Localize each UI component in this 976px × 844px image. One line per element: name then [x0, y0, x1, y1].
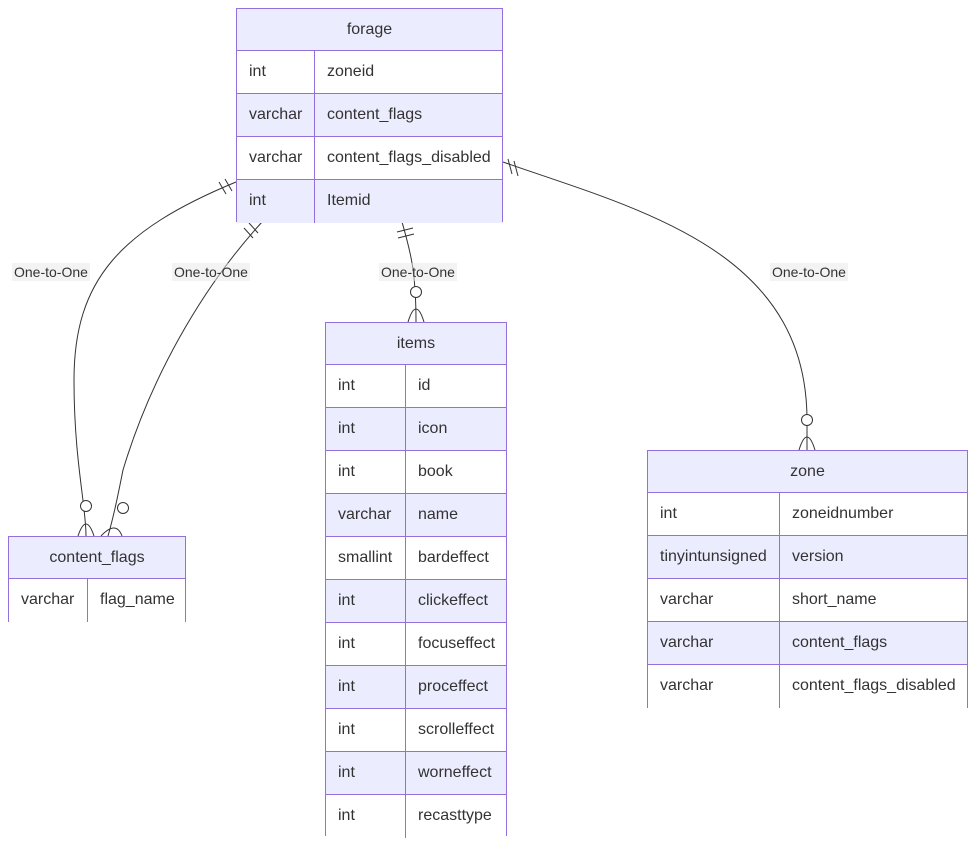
attribute-row: tinyintunsigned version — [648, 536, 967, 579]
attribute-name: name — [418, 506, 459, 523]
attribute-name: bardeffect — [418, 549, 489, 566]
rel-label-forage-content-flags-1: One-to-One — [12, 263, 90, 281]
attribute-type: int — [648, 493, 780, 535]
attribute-type: int — [326, 752, 406, 794]
attribute-name: focuseffect — [418, 635, 496, 652]
attribute-name: recasttype — [418, 807, 492, 824]
rel-label-forage-zone: One-to-One — [770, 263, 848, 281]
attribute-name: id — [418, 377, 431, 394]
attribute-type: tinyintunsigned — [648, 536, 780, 578]
attribute-row: varchar content_flags — [237, 94, 502, 137]
attribute-type: varchar — [326, 494, 406, 536]
attribute-name: content_flags_disabled — [792, 677, 956, 694]
attribute-name: short_name — [792, 591, 877, 608]
rel-label-forage-content-flags-2: One-to-One — [172, 263, 250, 281]
attribute-name: scrolleffect — [418, 721, 495, 738]
attribute-type: varchar — [648, 665, 780, 708]
attribute-row: int clickeffect — [326, 580, 506, 623]
attribute-row: int scrolleffect — [326, 709, 506, 752]
attribute-row: smallint bardeffect — [326, 537, 506, 580]
entity-content-flags[interactable]: content_flags varchar flag_name — [8, 536, 186, 622]
attribute-row: int zoneid — [237, 51, 502, 94]
attribute-name: worneffect — [418, 764, 492, 781]
attribute-name: zoneidnumber — [792, 505, 894, 522]
entity-forage[interactable]: forage int zoneid varchar content_flags … — [236, 8, 503, 223]
attribute-name: content_flags — [327, 106, 423, 123]
attribute-type: int — [326, 365, 406, 407]
attribute-name: clickeffect — [418, 592, 488, 609]
attribute-type: varchar — [237, 94, 315, 136]
attribute-type: int — [326, 666, 406, 708]
attribute-row: int proceffect — [326, 666, 506, 709]
attribute-row: varchar name — [326, 494, 506, 537]
attribute-name: content_flags — [792, 634, 888, 651]
attribute-name: Itemid — [327, 192, 371, 209]
attribute-row: int worneffect — [326, 752, 506, 795]
attribute-row: varchar flag_name — [9, 579, 185, 622]
attribute-name: flag_name — [100, 591, 175, 608]
attribute-row: varchar short_name — [648, 579, 967, 622]
cardinality-many-markers — [80, 286, 813, 514]
attribute-type: varchar — [237, 137, 315, 179]
attribute-row: int id — [326, 365, 506, 408]
attribute-name: icon — [418, 420, 448, 437]
attribute-type: int — [326, 795, 406, 838]
attribute-row: int focuseffect — [326, 623, 506, 666]
attribute-type: int — [326, 709, 406, 751]
attribute-type: int — [237, 180, 315, 223]
entity-title: items — [326, 323, 506, 365]
attribute-row: varchar content_flags_disabled — [237, 137, 502, 180]
attribute-row: varchar content_flags — [648, 622, 967, 665]
attribute-type: varchar — [648, 579, 780, 621]
attribute-type: int — [326, 623, 406, 665]
entity-title: forage — [237, 9, 502, 51]
attribute-type: int — [326, 580, 406, 622]
cardinality-one-markers — [218, 158, 519, 239]
attribute-row: varchar content_flags_disabled — [648, 665, 967, 708]
attribute-row: int recasttype — [326, 795, 506, 838]
attribute-name: book — [418, 463, 453, 480]
edge-forage-zone — [502, 161, 808, 450]
entity-title: zone — [648, 451, 967, 493]
attribute-name: proceffect — [418, 678, 488, 695]
attribute-row: int book — [326, 451, 506, 494]
attribute-name: version — [792, 548, 844, 565]
attribute-row: int zoneidnumber — [648, 493, 967, 536]
attribute-row: int icon — [326, 408, 506, 451]
attribute-type: int — [326, 451, 406, 493]
rel-label-forage-items: One-to-One — [379, 263, 457, 281]
attribute-type: smallint — [326, 537, 406, 579]
attribute-type: int — [237, 51, 315, 93]
edge-forage-content-flags-1 — [73, 181, 237, 537]
attribute-name: zoneid — [327, 63, 375, 80]
entity-title: content_flags — [9, 537, 185, 579]
attribute-type: int — [326, 408, 406, 450]
attribute-type: varchar — [9, 579, 88, 622]
attribute-type: varchar — [648, 622, 780, 664]
entity-items[interactable]: items int id int icon int book varchar n… — [325, 322, 507, 838]
entity-zone[interactable]: zone int zoneidnumber tinyintunsigned ve… — [647, 450, 968, 708]
attribute-name: content_flags_disabled — [327, 149, 491, 166]
attribute-row: int Itemid — [237, 180, 502, 223]
